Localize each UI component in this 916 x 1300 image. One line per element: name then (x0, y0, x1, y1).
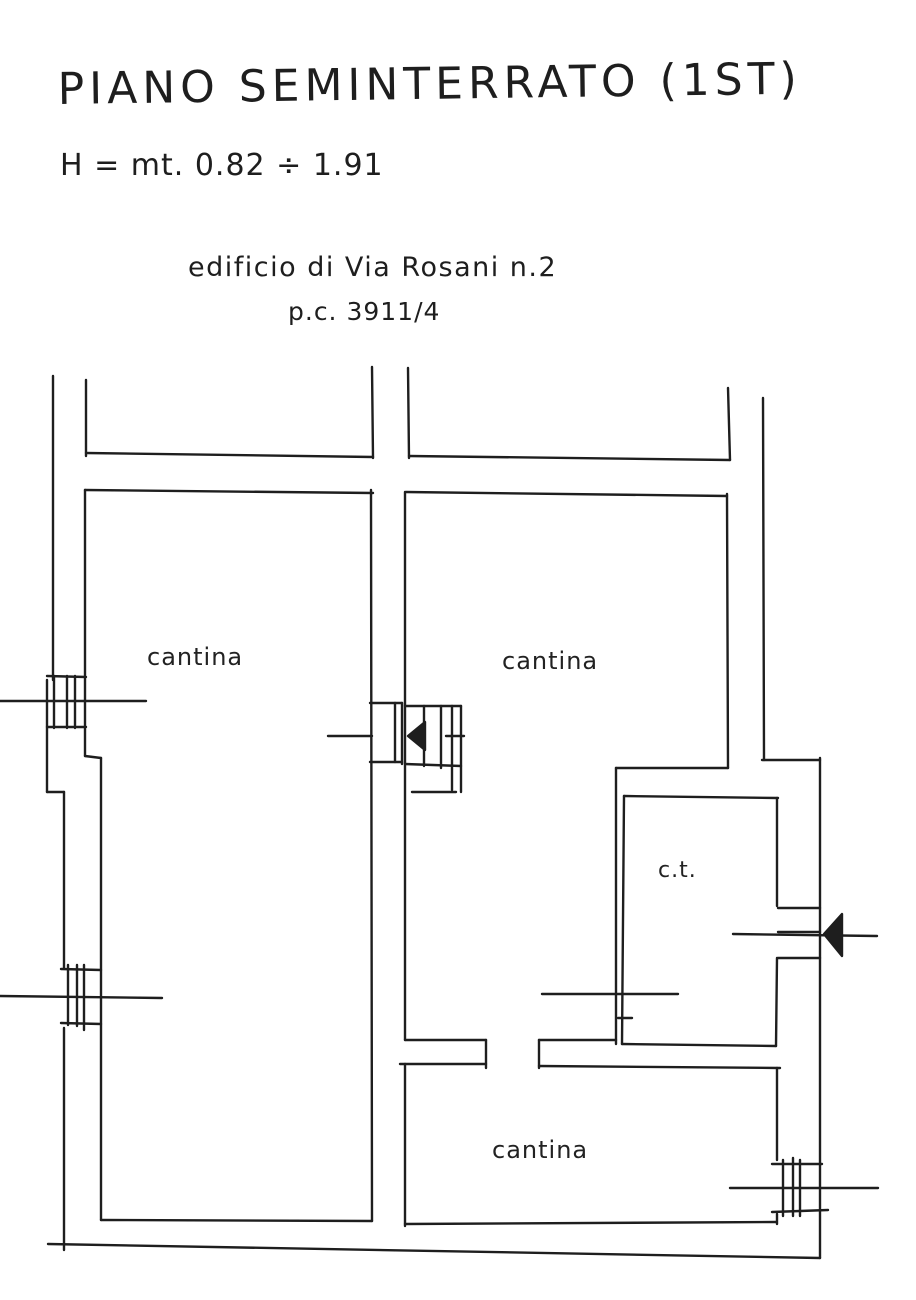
room-label-cantina-west: cantina (147, 643, 244, 671)
internal-door-steps (326, 701, 466, 794)
room-label-boiler-room: c.t. (658, 858, 697, 883)
west-window-upper (0, 674, 148, 730)
room-label-cantina-south: cantina (492, 1136, 589, 1164)
entry-arrow-internal (406, 720, 427, 752)
top-corridor-walls (51, 365, 766, 762)
east-door (731, 906, 879, 960)
center-cantina-walls (403, 490, 730, 1046)
parcel-number: p.c. 3911/4 (288, 297, 441, 326)
building-address: edificio di Via Rosani n.2 (188, 252, 558, 283)
outer-base-wall (46, 1242, 822, 1260)
height-spec: H = mt. 0.82 ÷ 1.91 (60, 148, 384, 183)
southeast-window (728, 1156, 880, 1218)
boiler-room-walls (540, 756, 822, 1260)
west-cantina-walls (45, 488, 375, 1246)
south-cantina-walls (398, 1038, 782, 1228)
room-label-cantina-center: cantina (502, 647, 599, 675)
west-window-lower (0, 963, 164, 1032)
entry-arrow-east (822, 912, 844, 958)
